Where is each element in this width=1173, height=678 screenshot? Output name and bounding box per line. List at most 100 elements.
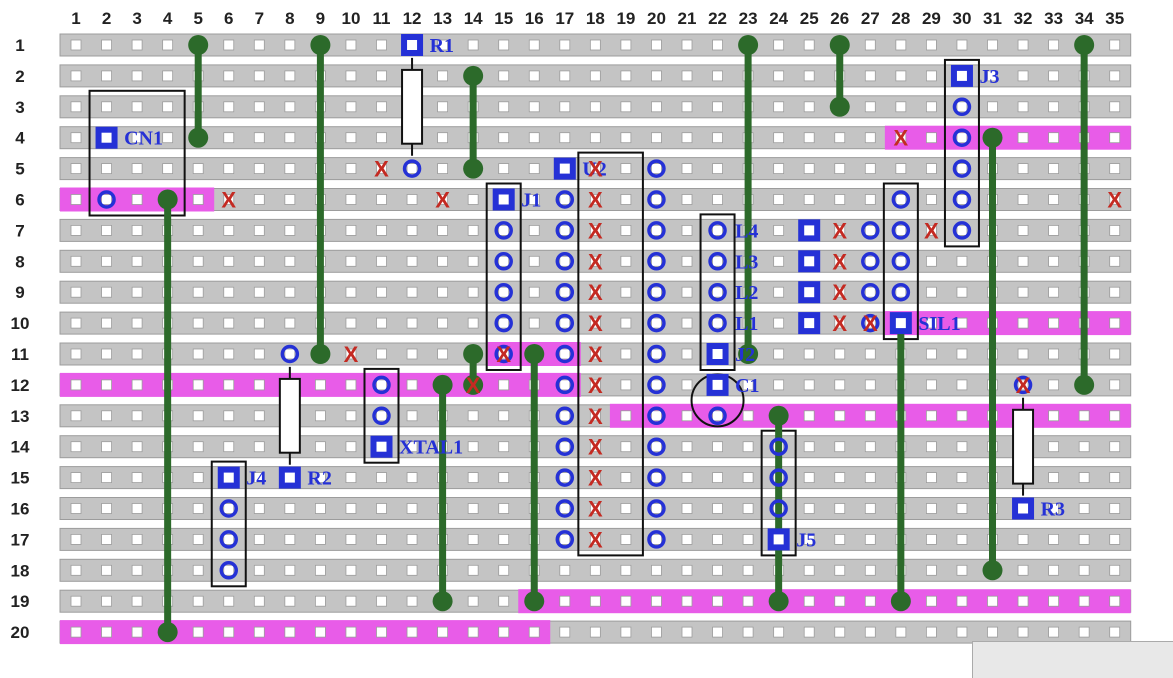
component-label[interactable]: C1 [735, 375, 759, 397]
strip-hole [253, 224, 265, 236]
component-label[interactable]: L2 [735, 282, 758, 304]
strip-hole [101, 441, 112, 453]
pin-round [647, 190, 666, 209]
strip-hole [681, 534, 693, 545]
pin-round [372, 375, 391, 395]
strip-hole [406, 595, 418, 607]
column-label: 22 [708, 9, 727, 28]
strip-hole [681, 101, 693, 113]
component-outline [943, 58, 980, 248]
strip-hole [956, 472, 968, 484]
window-scroll-corner[interactable] [972, 641, 1173, 678]
strip-hole [712, 101, 723, 113]
component-label[interactable]: L1 [735, 313, 758, 335]
wire-link-end [157, 189, 178, 210]
column-label: 32 [1014, 9, 1033, 28]
component-label[interactable]: R3 [1041, 499, 1065, 521]
strip-hole [498, 626, 510, 638]
strip-hole [712, 163, 723, 175]
strip-hole [528, 132, 540, 144]
strip-hole [651, 317, 662, 329]
pin-round [647, 468, 666, 487]
strip-hole [223, 503, 235, 514]
strip-hole [956, 255, 968, 267]
strip-hole [926, 39, 937, 51]
strip-hole [803, 132, 815, 144]
cut-mark: X [832, 311, 847, 336]
pin-round [647, 313, 666, 333]
pin-round [647, 252, 666, 271]
strip-hole [864, 472, 876, 484]
component-label[interactable]: L3 [735, 251, 758, 273]
strip-hole [223, 317, 235, 329]
wire-link-end [982, 127, 1003, 148]
strip-hole [895, 70, 907, 82]
component-label[interactable]: L4 [735, 220, 758, 242]
pin-round [555, 313, 575, 333]
strip-hole [559, 595, 571, 607]
wire-link-end [188, 35, 209, 55]
strip-hole [314, 595, 326, 607]
strip-hole [498, 101, 510, 113]
strip-hole [467, 317, 479, 329]
strip-hole [70, 101, 82, 113]
strip-hole [1017, 163, 1029, 175]
strip-hole [926, 163, 937, 175]
strip-hole [956, 379, 968, 391]
strip-hole [1109, 472, 1121, 484]
strip-hole [620, 39, 632, 51]
component-label[interactable]: SIL1 [918, 313, 960, 335]
strip-hole [834, 595, 846, 607]
column-label: 27 [861, 9, 880, 28]
strip-hole [895, 163, 907, 175]
cut-mark: X [588, 435, 603, 460]
component-label[interactable]: R1 [430, 35, 454, 57]
component-label[interactable]: J5 [796, 529, 816, 551]
strip-hole [803, 101, 815, 113]
strip-hole [620, 163, 632, 175]
strip-hole [528, 70, 540, 82]
strip-hole [345, 70, 357, 82]
strip-hole [314, 379, 326, 391]
strip-hole [589, 595, 601, 607]
strip-hole [864, 286, 876, 298]
component-label[interactable]: J2 [735, 344, 755, 366]
strip-hole [467, 534, 479, 545]
strip-hole [834, 348, 846, 360]
strip-hole [101, 626, 112, 638]
strip-hole [376, 163, 387, 175]
strip-hole [131, 163, 143, 175]
pin-round [494, 313, 513, 333]
strip-hole [345, 194, 357, 205]
strip-hole [70, 286, 82, 298]
strip-hole [864, 163, 876, 175]
strip-hole [498, 410, 510, 422]
strip-hole [620, 379, 632, 391]
strip-hole [559, 70, 571, 82]
strip-hole [192, 595, 204, 607]
component-label[interactable]: J3 [980, 66, 1000, 88]
component-label[interactable]: XTAL1 [399, 437, 463, 459]
strip-hole [467, 626, 479, 638]
strip-hole [559, 379, 571, 391]
row-label: 11 [11, 345, 29, 364]
strip-hole [467, 255, 479, 267]
wire-link-end [829, 35, 850, 55]
pin-round [1013, 375, 1033, 395]
component-label[interactable]: J4 [246, 468, 266, 490]
wire-link-end [768, 591, 789, 612]
component-label[interactable]: U2 [582, 159, 606, 181]
column-label: 6 [224, 9, 233, 28]
strip-hole [223, 163, 235, 175]
strip-hole [70, 224, 82, 236]
component-label[interactable]: R2 [307, 468, 331, 490]
strip-hole [651, 348, 662, 360]
pin-square-hole [804, 287, 815, 298]
strip-hole [651, 224, 662, 236]
strip-hole [192, 255, 204, 267]
strip-hole [284, 348, 296, 360]
strip-hole [223, 595, 235, 607]
component-label[interactable]: CN1 [124, 128, 163, 150]
component-label[interactable]: J1 [521, 190, 541, 212]
strip-hole [131, 70, 143, 82]
